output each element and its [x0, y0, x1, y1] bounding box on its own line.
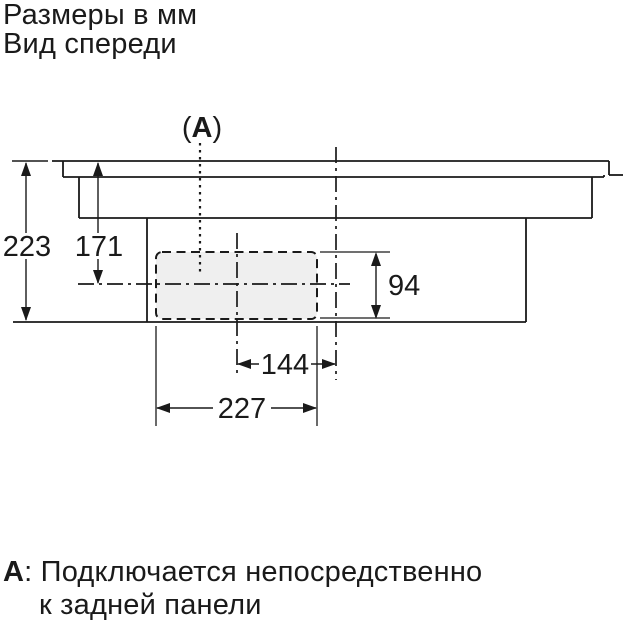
arrow-223-up [21, 162, 31, 176]
dim-label-duct-height: 94 [388, 270, 420, 302]
callout-label: (A) [182, 112, 222, 144]
footnote-line-2: к задней панели [39, 589, 262, 621]
callout-paren-close: ) [212, 112, 222, 144]
footnote-line-1: A: Подключается непосредственно [3, 556, 482, 589]
drawing-view-title: Вид спереди [3, 28, 177, 60]
arrow-144-right [322, 359, 336, 369]
arrow-94-down [371, 305, 381, 319]
arrow-171-up [93, 162, 103, 176]
arrow-227-right [303, 403, 317, 413]
dim-label-duct-center-to-rear: 144 [261, 349, 309, 381]
dim-label-overall-height: 223 [3, 231, 51, 263]
appliance-profile [13, 160, 623, 323]
callout-letter: A [192, 112, 213, 144]
reference-lines [12, 143, 350, 380]
callout-paren-open: ( [182, 112, 192, 144]
footnote: A: Подключается непосредственно к задней… [3, 556, 482, 622]
dimension-arrowheads [21, 162, 381, 413]
arrow-227-left [156, 403, 170, 413]
extension-lines [155, 251, 390, 426]
arrow-94-up [371, 252, 381, 266]
arrow-223-down [21, 307, 31, 321]
dim-label-duct-width: 227 [218, 393, 266, 425]
footnote-text-1: : Подключается непосредственно [24, 556, 483, 588]
arrow-144-left [237, 359, 251, 369]
dim-label-surface-to-duct-center: 171 [75, 231, 123, 263]
footnote-marker: A [3, 556, 25, 588]
title-block: Размеры в мм Вид спереди [3, 1, 197, 59]
arrow-171-down [93, 270, 103, 284]
drawing-units-title: Размеры в мм [3, 0, 198, 31]
